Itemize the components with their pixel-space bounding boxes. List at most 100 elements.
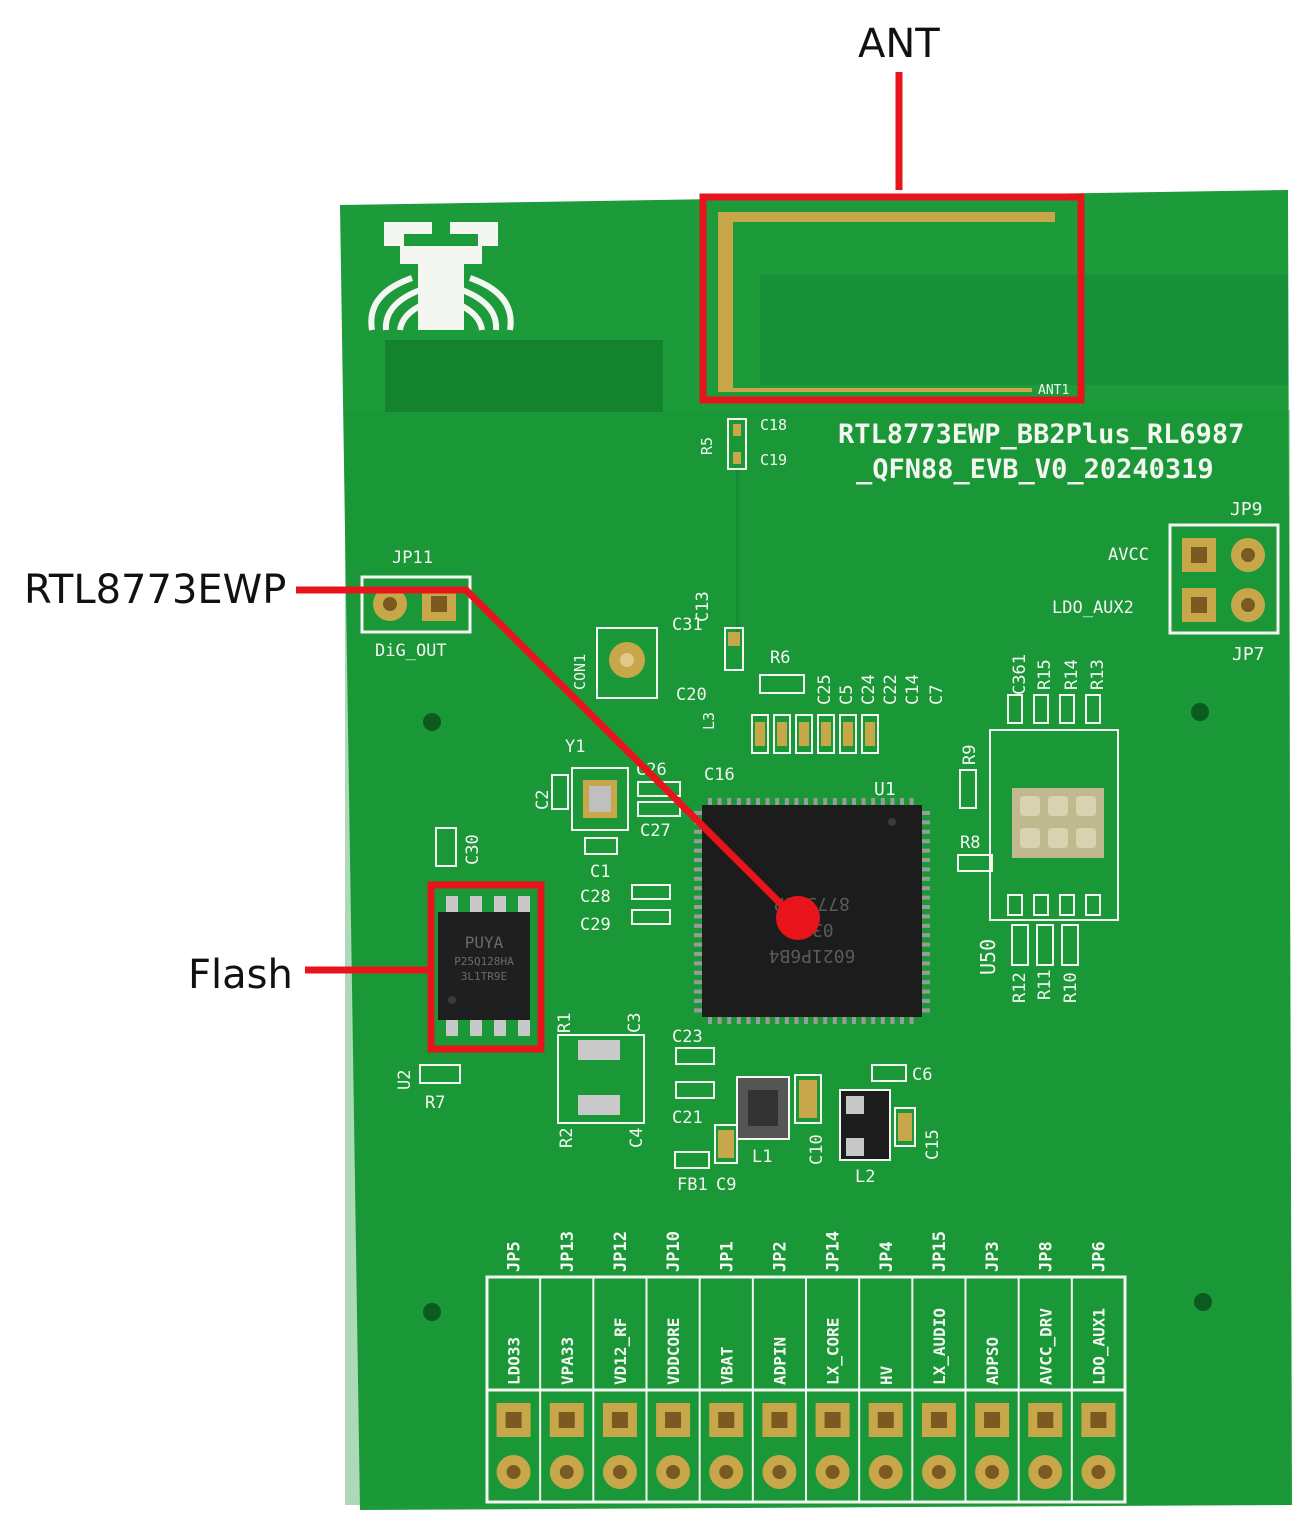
ref-c27: C27 — [640, 821, 671, 841]
capacitor — [795, 714, 813, 754]
capacitor — [773, 714, 791, 754]
header-jp-8: JP4 — [877, 1241, 897, 1272]
flash-marking-line1: PUYA — [465, 933, 504, 952]
header-jp-6: JP2 — [770, 1241, 790, 1272]
header-label-2: VPA33 — [558, 1337, 577, 1385]
jp11-label: DiG_OUT — [375, 641, 447, 661]
ref-c7: C7 — [927, 685, 947, 705]
ant-mark: ANT1 — [1038, 383, 1069, 398]
header-label-11: AVCC_DRV — [1036, 1308, 1055, 1385]
ref-l3: L3 — [700, 712, 718, 730]
header-jp-10: JP3 — [983, 1241, 1003, 1272]
resistor — [1011, 924, 1029, 966]
soc-callout-dot — [776, 896, 820, 940]
resistor — [1007, 694, 1023, 724]
header-label-12: LDO_AUX1 — [1089, 1308, 1108, 1385]
capacitor-row — [751, 714, 879, 754]
header-jp-12: JP6 — [1089, 1241, 1109, 1272]
header-jp-3: JP12 — [611, 1231, 631, 1272]
ref-c21: C21 — [672, 1108, 703, 1128]
power-inductor-pad — [578, 1040, 620, 1060]
ref-c16: C16 — [704, 765, 735, 785]
ref-c10: C10 — [807, 1134, 827, 1165]
ref-c2: C2 — [533, 790, 553, 810]
ref-y1: Y1 — [565, 737, 585, 757]
header-jp-5: JP1 — [717, 1241, 737, 1272]
header-label-6: ADPIN — [770, 1337, 789, 1385]
power-section: R1 C3 R2 C4 C23 C21 FB1 C9 L1 C10 C6 L2 … — [555, 1013, 943, 1195]
flash-marking-line2: P25Q128HA — [454, 955, 514, 968]
jp9-pin-avcc: AVCC — [1108, 545, 1149, 565]
resistor — [1059, 894, 1075, 916]
header-jp-9: JP15 — [930, 1231, 950, 1272]
bottom-header-row: JP5LDO33JP13VPA33JP12VD12_RFJP10VDDCOREJ… — [485, 1231, 1127, 1504]
header-label-1: LDO33 — [505, 1337, 524, 1385]
ref-con1: CON1 — [571, 654, 589, 690]
ref-r13: R13 — [1088, 659, 1108, 690]
ref-r14: R14 — [1062, 659, 1082, 690]
soc-callout-line — [296, 586, 798, 921]
jp11-name: JP11 — [392, 548, 433, 568]
ref-c23: C23 — [672, 1027, 703, 1047]
mounting-hole — [423, 713, 441, 731]
ref-c31: C31 — [672, 615, 703, 635]
capacitor — [839, 714, 857, 754]
realtek-crab-logo-icon — [368, 222, 514, 331]
soc-label: RTL8773EWP — [24, 567, 287, 613]
header-jp-11: JP8 — [1036, 1241, 1056, 1272]
resistor — [1085, 894, 1101, 916]
ref-c24: C24 — [859, 674, 879, 705]
ref-c22: C22 — [881, 674, 901, 705]
ref-c14: C14 — [903, 674, 923, 705]
capacitor — [817, 714, 835, 754]
mounting-hole — [1191, 703, 1209, 721]
board-title-line2: _QFN88_EVB_V0_20240319 — [856, 454, 1214, 485]
keepout-area — [760, 275, 1288, 385]
header-label-10: ADPSO — [983, 1337, 1002, 1385]
ref-r9: R9 — [960, 745, 980, 765]
mounting-hole — [423, 1303, 441, 1321]
crystal-section: Y1 C2 C26 C27 C1 C28 C29 — [533, 737, 681, 935]
ref-c1: C1 — [590, 862, 610, 882]
ref-fb1: FB1 — [677, 1175, 708, 1195]
ref-c30: C30 — [463, 834, 483, 865]
ref-c15: C15 — [923, 1129, 943, 1160]
ref-c3: C3 — [625, 1013, 645, 1033]
ref-r11: R11 — [1035, 969, 1055, 1000]
header-jp-4: JP10 — [664, 1231, 684, 1272]
capacitor — [861, 714, 879, 754]
ref-c20: C20 — [676, 685, 707, 705]
capacitor — [751, 714, 769, 754]
board-title-line1: RTL8773EWP_BB2Plus_RL6987 — [838, 419, 1244, 450]
ref-r8: R8 — [960, 833, 980, 853]
mounting-hole — [1194, 1293, 1212, 1311]
chip-marking-line1: 6021P6B4 — [769, 945, 856, 966]
rf-section: C18 C19 R5 C31 C13 CON1 R6 C20 L3 C16 C2… — [571, 416, 947, 785]
ref-r10: R10 — [1061, 972, 1081, 1003]
right-component-section: C361 R15 R14 R13 R9 R8 U50 R12 R11 R10 — [957, 654, 1119, 1003]
jp9-pin-ldo-aux2: LDO_AUX2 — [1052, 598, 1134, 618]
resistor — [1085, 694, 1101, 724]
ref-r6: R6 — [770, 648, 790, 668]
ref-c25: C25 — [815, 674, 835, 705]
header-label-3: VD12_RF — [611, 1318, 630, 1385]
antenna-trace: ANT1 — [718, 212, 1069, 398]
ref-r15: R15 — [1035, 659, 1055, 690]
ref-c28: C28 — [580, 887, 611, 907]
antenna-label: ANT — [858, 21, 940, 67]
header-jp-2: JP13 — [558, 1231, 578, 1272]
header-label-7: LX_CORE — [824, 1318, 843, 1385]
ref-l1: L1 — [752, 1147, 772, 1167]
ref-c361: C361 — [1010, 654, 1030, 695]
ref-r1: R1 — [555, 1013, 575, 1033]
callout-overlays — [296, 72, 1085, 1053]
ref-u50: U50 — [976, 939, 1000, 975]
antenna-highlight-box — [699, 193, 1085, 404]
ref-c18: C18 — [760, 416, 787, 434]
jp7-name: JP7 — [1232, 644, 1265, 665]
ref-c19: C19 — [760, 451, 787, 469]
flash-marking-line3: 3L1TR9E — [461, 970, 507, 983]
sensor-outline — [989, 729, 1119, 921]
resistor — [1036, 924, 1054, 966]
